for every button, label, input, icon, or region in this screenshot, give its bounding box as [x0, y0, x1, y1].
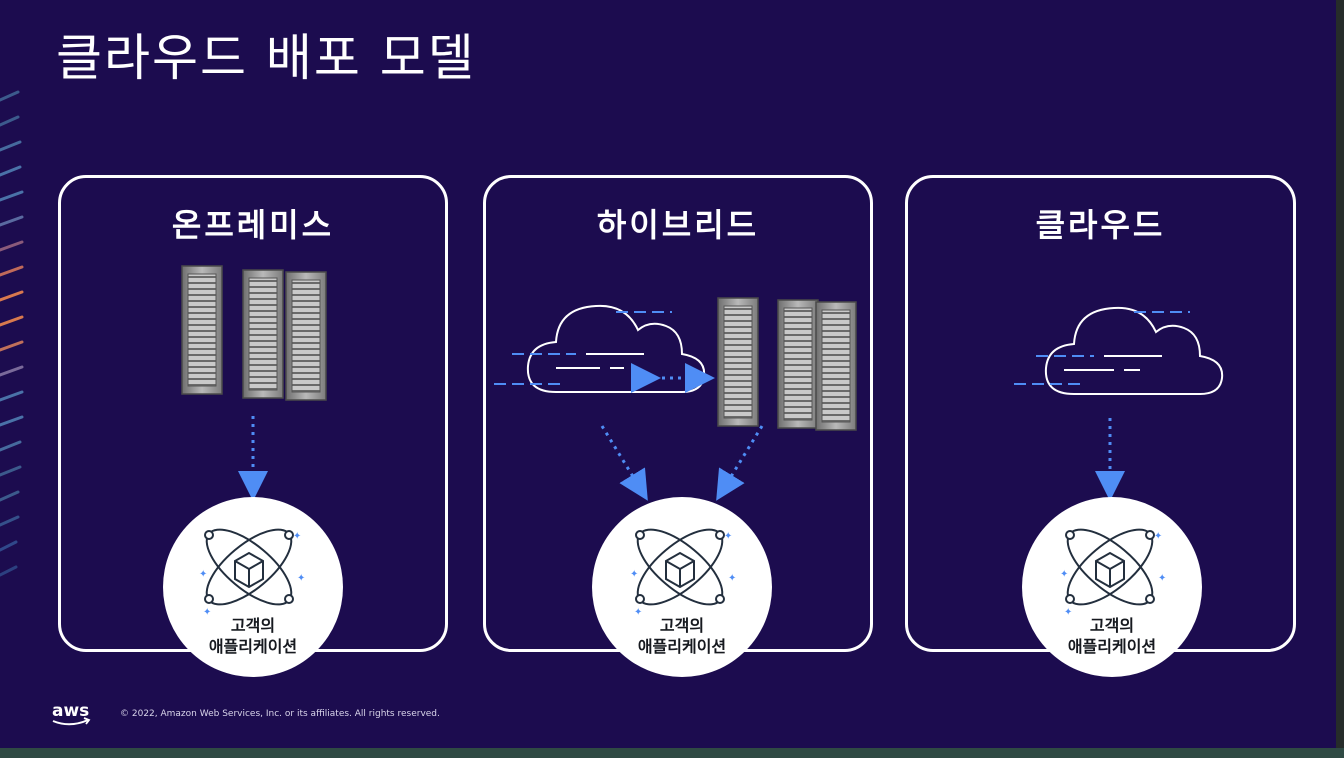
app-label-line2: 애플리케이션	[637, 637, 727, 656]
app-label-line1: 고객의	[659, 616, 705, 635]
window-edge-bottom	[0, 748, 1344, 758]
cloud-icon	[1014, 306, 1224, 395]
slide-title: 클라우드 배포 모델	[56, 29, 476, 87]
server-rack-icon	[181, 265, 327, 401]
app-label-line2: 애플리케이션	[1067, 637, 1157, 656]
window-edge-right	[1336, 0, 1344, 758]
cloud-icon	[494, 304, 706, 393]
customer-application: 고객의 애플리케이션	[163, 497, 343, 677]
copyright-text: © 2022, Amazon Web Services, Inc. or its…	[120, 709, 440, 719]
app-label-line1: 고객의	[230, 616, 276, 635]
app-label-line1: 고객의	[1089, 616, 1135, 635]
panel-title: 하이브리드	[596, 206, 760, 244]
customer-application: 고객의 애플리케이션	[1022, 497, 1202, 677]
svg-text:aws: aws	[52, 701, 89, 721]
panel-title: 온프레미스	[171, 206, 335, 244]
dotted-arrow	[716, 425, 764, 501]
server-rack-icon	[717, 297, 857, 431]
panel-title: 클라우드	[1035, 206, 1166, 244]
aws-logo: aws	[52, 701, 91, 726]
dotted-arrow	[600, 425, 648, 501]
app-label-line2: 애플리케이션	[208, 637, 298, 656]
customer-application: 고객의 애플리케이션	[592, 497, 772, 677]
decorative-stripes	[0, 90, 24, 577]
